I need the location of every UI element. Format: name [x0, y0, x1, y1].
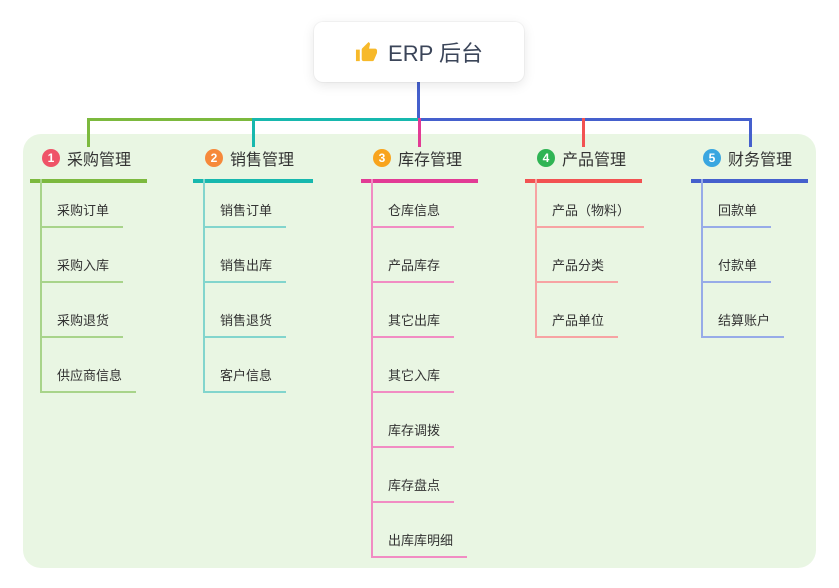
child-row: 销售出库 — [203, 228, 287, 283]
child-node[interactable]: 客户信息 — [203, 365, 287, 393]
connector-branch-4-drop — [582, 118, 585, 147]
child-row: 结算账户 — [701, 283, 785, 338]
child-node[interactable]: 付款单 — [701, 255, 772, 283]
child-node[interactable]: 库存盘点 — [371, 475, 455, 503]
children-connector-spine — [701, 179, 703, 338]
child-node[interactable]: 供应商信息 — [40, 365, 137, 393]
child-row: 客户信息 — [203, 338, 287, 393]
child-node[interactable]: 采购退货 — [40, 310, 124, 338]
branch-title: 销售管理 — [230, 152, 295, 169]
child-node[interactable]: 产品库存 — [371, 255, 455, 283]
child-row: 出库库明细 — [371, 503, 468, 558]
child-row: 产品分类 — [535, 228, 644, 283]
branch-node-3[interactable]: 3 库存管理 — [361, 146, 478, 183]
branch-node-1[interactable]: 1 采购管理 — [30, 146, 147, 183]
branch-title: 产品管理 — [562, 152, 627, 169]
branch-number-badge: 4 — [537, 149, 555, 167]
connector-branch-2-drop — [252, 118, 255, 147]
child-node[interactable]: 回款单 — [701, 200, 772, 228]
child-row: 销售退货 — [203, 283, 287, 338]
child-row: 库存盘点 — [371, 448, 467, 503]
connector-branch-1-drop — [87, 118, 90, 147]
connector-branch-3-drop — [418, 118, 421, 147]
branch-number-badge: 1 — [42, 149, 60, 167]
child-row: 销售订单 — [203, 173, 287, 228]
child-node[interactable]: 其它出库 — [371, 310, 455, 338]
thumbs-up-icon — [355, 41, 378, 64]
child-row: 采购入库 — [40, 228, 136, 283]
child-node[interactable]: 采购入库 — [40, 255, 124, 283]
child-row: 其它出库 — [371, 283, 467, 338]
child-node[interactable]: 采购订单 — [40, 200, 124, 228]
children-connector-spine — [535, 179, 537, 338]
child-node[interactable]: 产品分类 — [535, 255, 619, 283]
connector-bus-left — [87, 118, 255, 121]
branch-4-children: 产品（物料） 产品分类产品单位 — [535, 173, 645, 338]
child-row: 供应商信息 — [40, 338, 137, 393]
branch-3-children: 仓库信息产品库存其它出库其它入库库存调拨库存盘点出库库明细 — [371, 173, 468, 558]
branch-title: 库存管理 — [398, 152, 463, 169]
children-connector-spine — [371, 179, 373, 558]
child-node[interactable]: 库存调拨 — [371, 420, 455, 448]
branch-number-badge: 2 — [205, 149, 223, 167]
child-row: 其它入库 — [371, 338, 467, 393]
child-row: 仓库信息 — [371, 173, 467, 228]
connector-bus-right — [418, 118, 752, 121]
child-node[interactable]: 销售订单 — [203, 200, 287, 228]
branch-1-children: 采购订单采购入库采购退货供应商信息 — [40, 173, 137, 393]
child-row: 付款单 — [701, 228, 784, 283]
child-row: 产品（物料） — [535, 173, 645, 228]
branch-title: 采购管理 — [67, 152, 132, 169]
connector-root-drop — [417, 82, 420, 121]
child-row: 产品单位 — [535, 283, 644, 338]
branch-2-children: 销售订单销售出库销售退货客户信息 — [203, 173, 287, 393]
branch-title: 财务管理 — [728, 152, 793, 169]
child-node[interactable]: 仓库信息 — [371, 200, 455, 228]
child-node[interactable]: 产品（物料） — [535, 200, 645, 228]
child-row: 采购订单 — [40, 173, 136, 228]
branch-node-2[interactable]: 2 销售管理 — [193, 146, 313, 183]
child-row: 回款单 — [701, 173, 784, 228]
root-node-erp[interactable]: ERP 后台 — [314, 22, 524, 82]
branches-panel — [23, 134, 816, 568]
branch-5-children: 回款单付款单结算账户 — [701, 173, 785, 338]
connector-branch-5-drop — [749, 118, 752, 147]
child-row: 采购退货 — [40, 283, 136, 338]
children-connector-spine — [40, 179, 42, 393]
child-node[interactable]: 销售退货 — [203, 310, 287, 338]
connector-bus-middle — [252, 118, 421, 121]
child-node[interactable]: 产品单位 — [535, 310, 619, 338]
children-connector-spine — [203, 179, 205, 393]
branch-node-5[interactable]: 5 财务管理 — [691, 146, 808, 183]
child-node[interactable]: 结算账户 — [701, 310, 785, 338]
child-row: 库存调拨 — [371, 393, 467, 448]
branch-node-4[interactable]: 4 产品管理 — [525, 146, 642, 183]
root-node-label: ERP 后台 — [388, 41, 483, 66]
branch-number-badge: 3 — [373, 149, 391, 167]
child-node[interactable]: 其它入库 — [371, 365, 455, 393]
child-node[interactable]: 出库库明细 — [371, 530, 468, 558]
branch-number-badge: 5 — [703, 149, 721, 167]
child-node[interactable]: 销售出库 — [203, 255, 287, 283]
child-row: 产品库存 — [371, 228, 467, 283]
